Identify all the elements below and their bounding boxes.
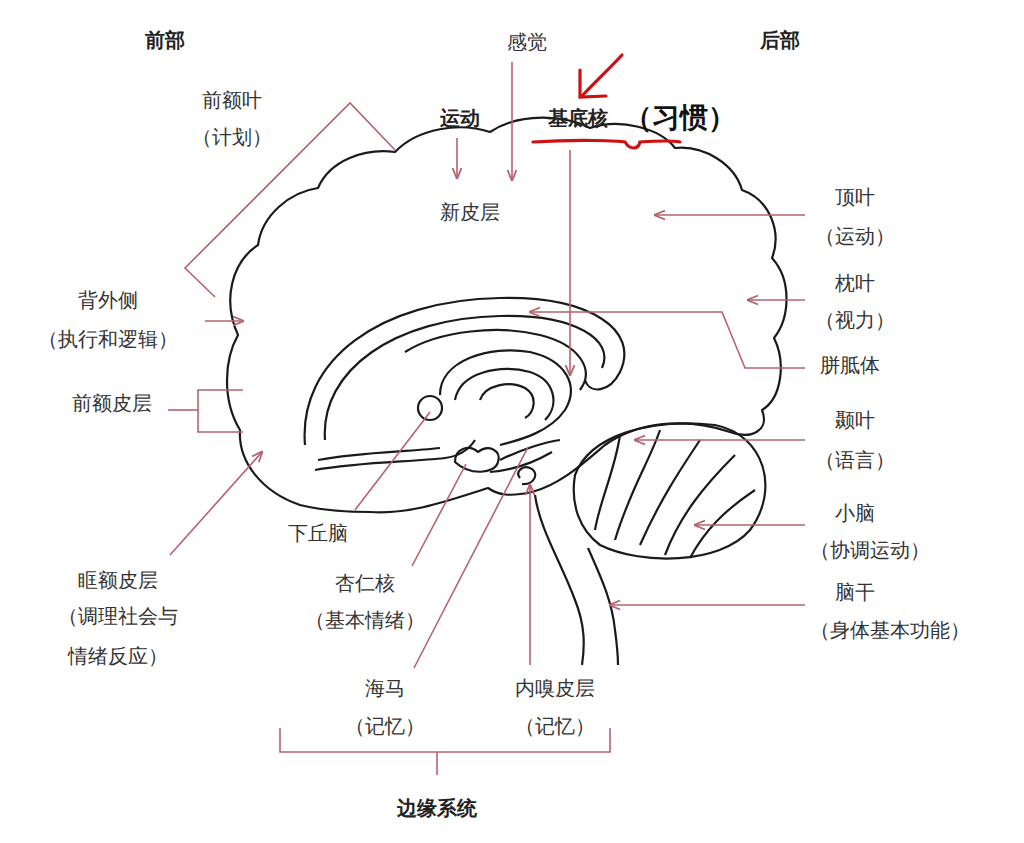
- part-label: 杏仁核: [335, 571, 395, 595]
- part-label: 前额皮层: [72, 391, 152, 415]
- part-label: （语言）: [815, 448, 895, 472]
- part-label: 小脑: [835, 501, 875, 525]
- part-label: 眶额皮层: [78, 568, 158, 592]
- part-label: 前额叶: [202, 88, 262, 112]
- part-label: （计划）: [192, 125, 272, 149]
- part-label: 海马: [365, 676, 405, 700]
- part-label: 下丘脑: [288, 521, 348, 545]
- part-label: 颞叶: [835, 408, 875, 432]
- part-label: （基本情绪）: [305, 608, 425, 632]
- part-label: 前部: [145, 28, 185, 52]
- part-label: 内嗅皮层: [515, 676, 595, 700]
- part-label: 枕叶: [835, 271, 875, 295]
- part-label: （执行和逻辑）: [38, 327, 178, 351]
- part-label: 感觉: [507, 30, 547, 54]
- part-label: （协调运动）: [810, 538, 930, 562]
- part-label: 后部: [760, 28, 800, 52]
- part-label: 运动: [440, 106, 480, 130]
- part-label: 新皮层: [440, 200, 500, 224]
- part-label: 胼胝体: [820, 353, 880, 377]
- part-label: （运动）: [815, 224, 895, 248]
- leader-lines: [168, 62, 805, 775]
- part-label: （习惯）: [624, 101, 736, 135]
- brain-outline: [227, 118, 787, 665]
- part-label: 脑干: [835, 580, 875, 604]
- part-label: （记忆）: [515, 714, 595, 738]
- part-label: 顶叶: [835, 185, 875, 209]
- part-label: 背外侧: [78, 288, 138, 312]
- part-label: （调理社会与 情绪反应）: [54, 596, 182, 676]
- part-label: （记忆）: [345, 714, 425, 738]
- part-label: （视力）: [815, 308, 895, 332]
- part-label: （身体基本功能）: [810, 618, 970, 642]
- part-label: 边缘系统: [397, 796, 477, 820]
- part-label: 基底核: [548, 106, 608, 130]
